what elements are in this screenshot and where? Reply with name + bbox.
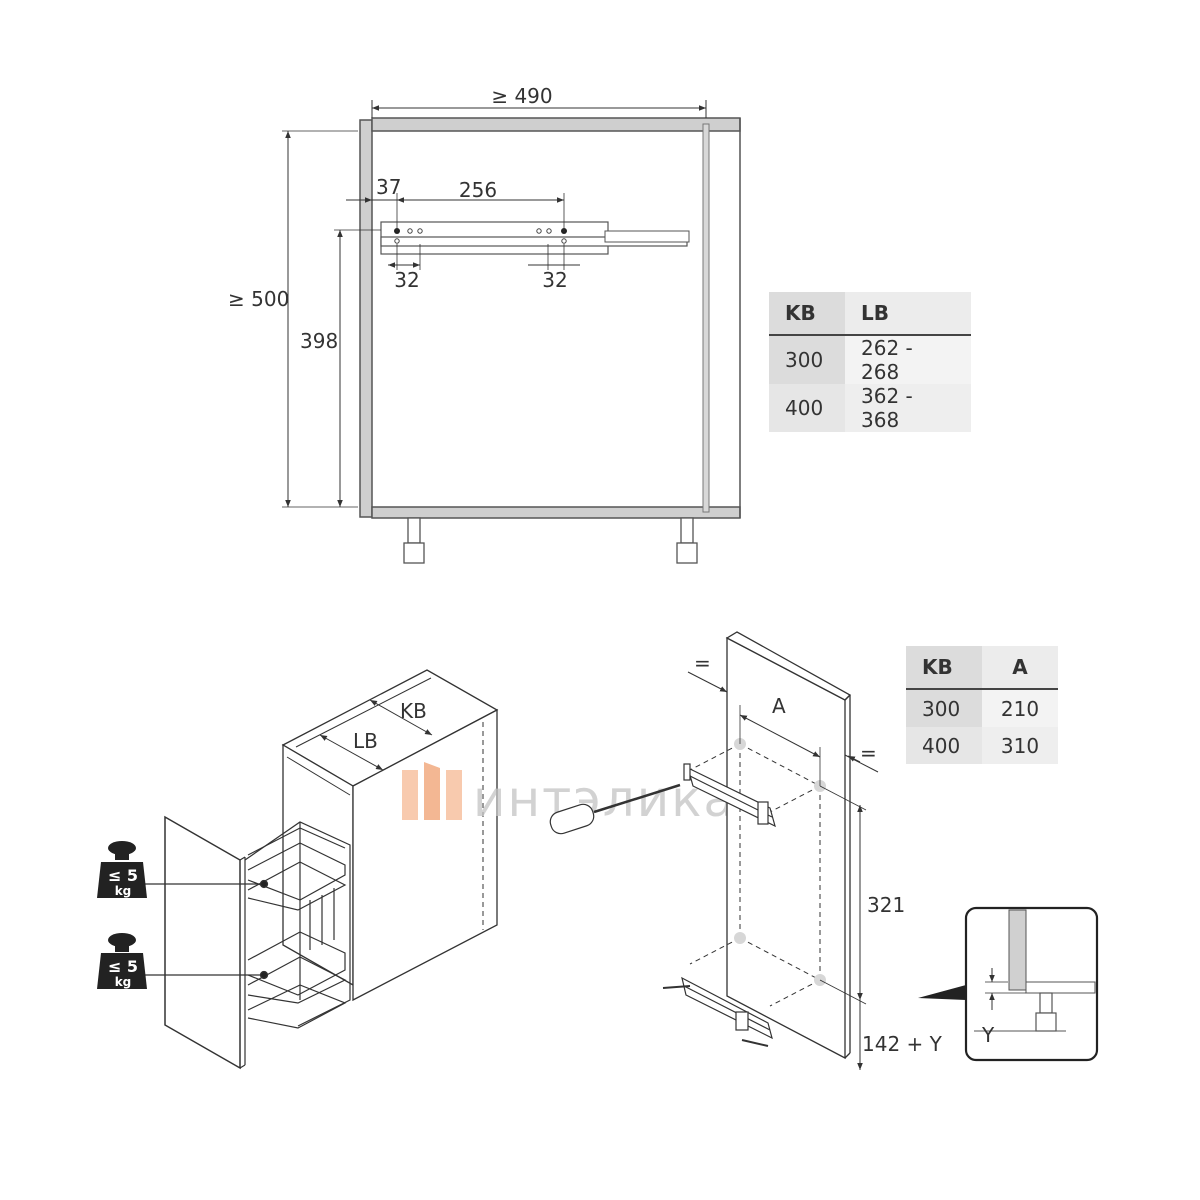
bottom-dim-label: 142 + Y	[862, 1032, 943, 1056]
weight-top-line1: ≤ 5	[108, 866, 138, 885]
table-cell: 400	[769, 384, 845, 432]
height-dim-label: ≥ 500	[228, 287, 289, 311]
equal-right-label: =	[860, 741, 877, 765]
weight-limit-icon-bottom: ≤ 5 kg	[97, 933, 147, 989]
y-label: Y	[981, 1023, 995, 1047]
width-dim-label: ≥ 490	[491, 84, 552, 108]
lb-label: LB	[353, 729, 378, 753]
door-panel-view	[549, 631, 879, 1070]
table-header-a: A	[982, 646, 1058, 690]
table-cell: 400	[906, 727, 982, 764]
drawer-runner	[380, 221, 690, 255]
table-cell: 210	[982, 689, 1058, 727]
a-label: A	[772, 694, 786, 718]
weight-limit-icon-top: ≤ 5 kg	[97, 841, 147, 898]
hole-spacing-dim-label: 256	[459, 178, 497, 202]
weight-bottom-line2: kg	[115, 975, 132, 989]
table-cell: 310	[982, 727, 1058, 764]
table-row: 400 362 - 368	[769, 384, 971, 432]
cabinet-isometric-view	[140, 669, 499, 1070]
hole-offset-left-dim-label: 32	[394, 268, 419, 292]
rail-height-dim-label: 398	[300, 329, 338, 353]
kb-label: KB	[400, 699, 427, 723]
kb-a-table: KB A 300 210 400 310	[906, 646, 1058, 764]
hole-offset-right-dim-label: 32	[542, 268, 567, 292]
table-row: 300 262 - 268	[769, 335, 971, 384]
table-cell: 362 - 368	[845, 384, 971, 432]
cabinet-front-view: ≥ 490 ≥ 500 398 37 256 32 32	[228, 84, 741, 564]
table-cell: 300	[906, 689, 982, 727]
table-row: 300 210	[906, 689, 1058, 727]
table-header-kb: KB	[769, 292, 845, 336]
vertical-dim-label: 321	[867, 893, 905, 917]
equal-left-label: =	[694, 651, 711, 675]
table-header-lb: LB	[845, 292, 971, 336]
table-row: 400 310	[906, 727, 1058, 764]
foot-detail-inset	[918, 906, 1099, 1062]
front-offset-dim-label: 37	[376, 175, 401, 199]
table-cell: 262 - 268	[845, 335, 971, 384]
table-header-kb: KB	[906, 646, 982, 690]
weight-top-line2: kg	[115, 884, 132, 898]
weight-bottom-line1: ≤ 5	[108, 957, 138, 976]
kb-lb-table: KB LB 300 262 - 268 400 362 - 368	[769, 292, 971, 432]
table-cell: 300	[769, 335, 845, 384]
watermark-logo	[402, 762, 462, 820]
